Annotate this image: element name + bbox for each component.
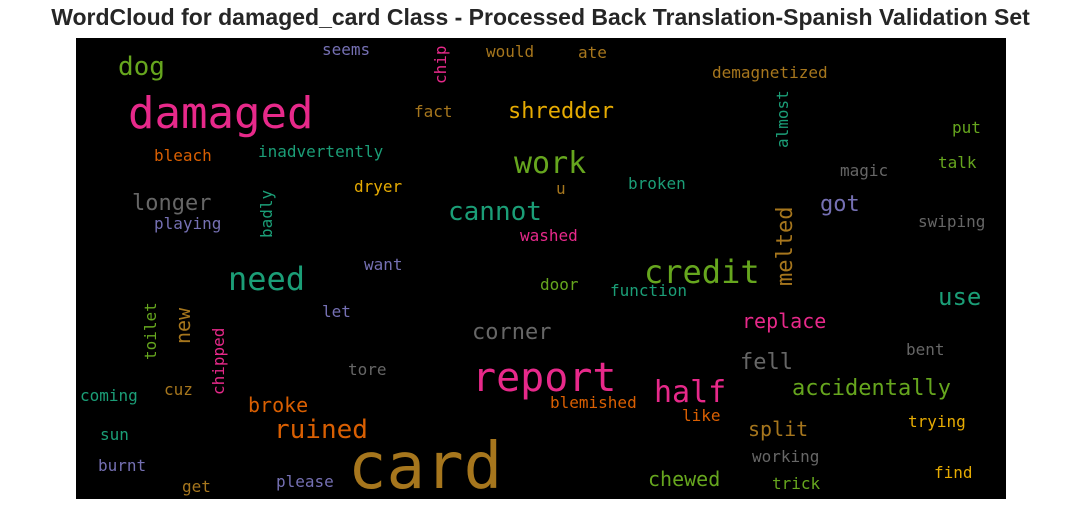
word-put: put	[952, 118, 981, 137]
word-use: use	[938, 283, 981, 311]
word-demagnetized: demagnetized	[712, 63, 828, 82]
word-melted: melted	[773, 207, 798, 286]
word-ate: ate	[578, 43, 607, 62]
word-dryer: dryer	[354, 177, 403, 196]
word-split: split	[748, 417, 808, 441]
word-damaged: damaged	[128, 88, 313, 139]
word-new: new	[171, 307, 195, 344]
word-bleach: bleach	[154, 146, 212, 165]
word-chipped: chipped	[209, 328, 228, 395]
word-shredder: shredder	[508, 99, 614, 124]
word-like: like	[682, 406, 721, 425]
word-swiping: swiping	[918, 212, 985, 231]
word-toilet: toilet	[141, 302, 160, 360]
word-cuz: cuz	[164, 380, 193, 399]
word-seems: seems	[322, 40, 370, 59]
word-report: report	[472, 355, 617, 401]
word-almost: almost	[773, 90, 792, 148]
word-trying: trying	[908, 412, 966, 431]
word-broken: broken	[628, 174, 686, 193]
word-would: would	[486, 42, 534, 61]
word-find: find	[934, 463, 973, 482]
word-need: need	[228, 260, 305, 298]
word-cannot: cannot	[448, 197, 542, 227]
word-sun: sun	[100, 425, 129, 444]
word-trick: trick	[772, 474, 821, 493]
word-function: function	[610, 281, 687, 300]
word-credit: credit	[644, 253, 760, 291]
word-coming: coming	[80, 386, 138, 405]
wordcloud-background	[76, 38, 1006, 499]
word-ruined: ruined	[274, 415, 368, 445]
word-work: work	[514, 146, 586, 181]
word-badly: badly	[257, 189, 276, 238]
word-corner: corner	[472, 320, 551, 345]
word-blemished: blemished	[550, 393, 637, 412]
word-chip: chip	[431, 45, 450, 84]
word-tore: tore	[348, 360, 387, 379]
word-accidentally: accidentally	[792, 376, 951, 401]
word-fell: fell	[740, 350, 793, 375]
word-please: please	[276, 472, 334, 491]
word-got: got	[820, 192, 860, 217]
wordcloud: card damaged report credit need half work canno…	[76, 38, 1006, 499]
wordcloud-words: card damaged report credit need half work canno…	[80, 40, 985, 499]
word-want: want	[364, 255, 403, 274]
word-playing: playing	[154, 214, 221, 233]
word-door: door	[540, 275, 579, 294]
word-longer: longer	[132, 191, 211, 216]
word-chewed: chewed	[648, 467, 720, 491]
word-talk: talk	[938, 153, 977, 172]
word-u: u	[556, 179, 566, 198]
chart-title: WordCloud for damaged_card Class - Proce…	[51, 4, 1030, 30]
word-fact: fact	[414, 102, 453, 121]
word-replace: replace	[742, 309, 826, 333]
word-working: working	[752, 447, 819, 466]
word-bent: bent	[906, 340, 945, 359]
word-dog: dog	[118, 52, 165, 82]
word-burnt: burnt	[98, 456, 146, 475]
word-broke: broke	[248, 393, 308, 417]
word-magic: magic	[840, 161, 888, 180]
word-half: half	[654, 375, 726, 410]
word-get: get	[182, 477, 211, 496]
word-inadvertently: inadvertently	[258, 142, 384, 161]
word-card: card	[348, 430, 502, 499]
word-let: let	[322, 302, 351, 321]
word-washed: washed	[520, 226, 578, 245]
